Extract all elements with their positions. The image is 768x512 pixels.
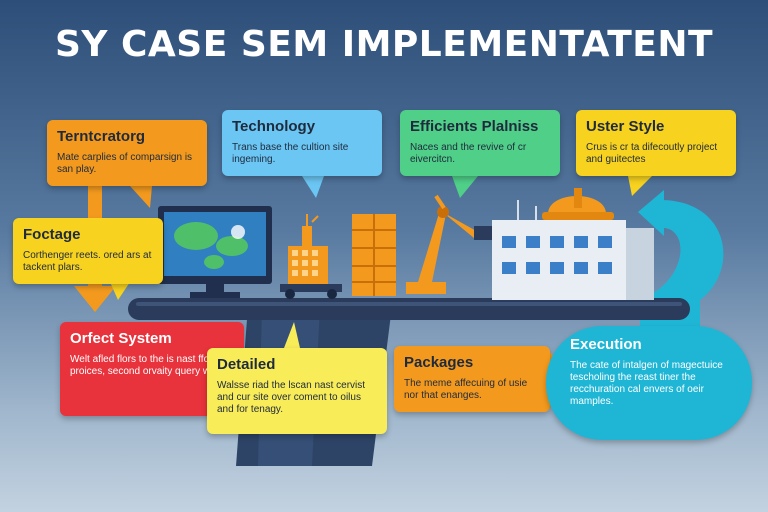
card-execution: Execution The cate of intalgen of magect… bbox=[546, 326, 752, 440]
card-title: Packages bbox=[404, 354, 474, 371]
card-body: Welt afled flors to the is nast ffond pr… bbox=[70, 354, 233, 377]
card-body: Naces and the revive of cr eivercitcn. bbox=[410, 142, 527, 165]
card-packages: Packages The meme affecuing of usie nor … bbox=[394, 346, 550, 412]
card-body: Corthenger reets. ored ars at tackent pl… bbox=[23, 250, 152, 273]
card-title: Uster Style bbox=[586, 118, 665, 135]
crate-tower-icon bbox=[352, 214, 396, 296]
card-title: Technology bbox=[232, 118, 316, 135]
card-body: The meme affecuing of usie nor that enan… bbox=[404, 378, 528, 401]
card-terntcratorg: Terntcratorg Mate carplies of comparsign… bbox=[47, 120, 207, 186]
page-title: SY CASE SEM IMPLEMENTATENT bbox=[54, 24, 714, 65]
card-body: Crus is cr ta difecoutly project and gui… bbox=[586, 142, 718, 165]
card-title: Orfect System bbox=[70, 330, 172, 347]
card-foctage: Foctage Corthenger reets. ored ars at ta… bbox=[13, 218, 163, 284]
card-title: Execution bbox=[570, 336, 642, 353]
pointer-uster bbox=[628, 176, 652, 196]
world-map-monitor-icon bbox=[158, 206, 272, 298]
card-body: Mate carplies of comparsign is san play. bbox=[57, 152, 193, 175]
card-detailed: Detailed Walsse riad the lscan nast cerv… bbox=[207, 348, 387, 434]
pointer-detailed bbox=[284, 322, 300, 348]
card-title: Terntcratorg bbox=[57, 128, 146, 145]
card-efficients: Efficients Plalniss Naces and the revive… bbox=[400, 110, 560, 176]
card-body: Walsse riad the lscan nast cervist and c… bbox=[217, 380, 366, 415]
card-technology: Technology Trans base the cultion site i… bbox=[222, 110, 382, 176]
pointer-efficients bbox=[452, 176, 478, 198]
card-title: Detailed bbox=[217, 356, 276, 373]
card-title: Efficients Plalniss bbox=[410, 118, 539, 135]
pointer-foctage bbox=[110, 282, 130, 300]
hard-hat-icon bbox=[542, 188, 614, 220]
cyan-cycle-arrow bbox=[640, 200, 724, 330]
pointer-technology bbox=[302, 176, 324, 198]
conveyor-belt bbox=[128, 298, 690, 320]
robotic-arm-icon bbox=[406, 194, 492, 294]
cargo-cart-icon bbox=[280, 214, 342, 299]
card-body: The cate of intalgen of magectuice tesch… bbox=[570, 360, 723, 407]
factory-building-icon bbox=[492, 200, 654, 300]
pointer-terntcratorg bbox=[130, 186, 152, 208]
card-uster-style: Uster Style Crus is cr ta difecoutly pro… bbox=[576, 110, 736, 176]
card-title: Foctage bbox=[23, 226, 81, 243]
card-body: Trans base the cultion site ingeming. bbox=[232, 142, 349, 165]
